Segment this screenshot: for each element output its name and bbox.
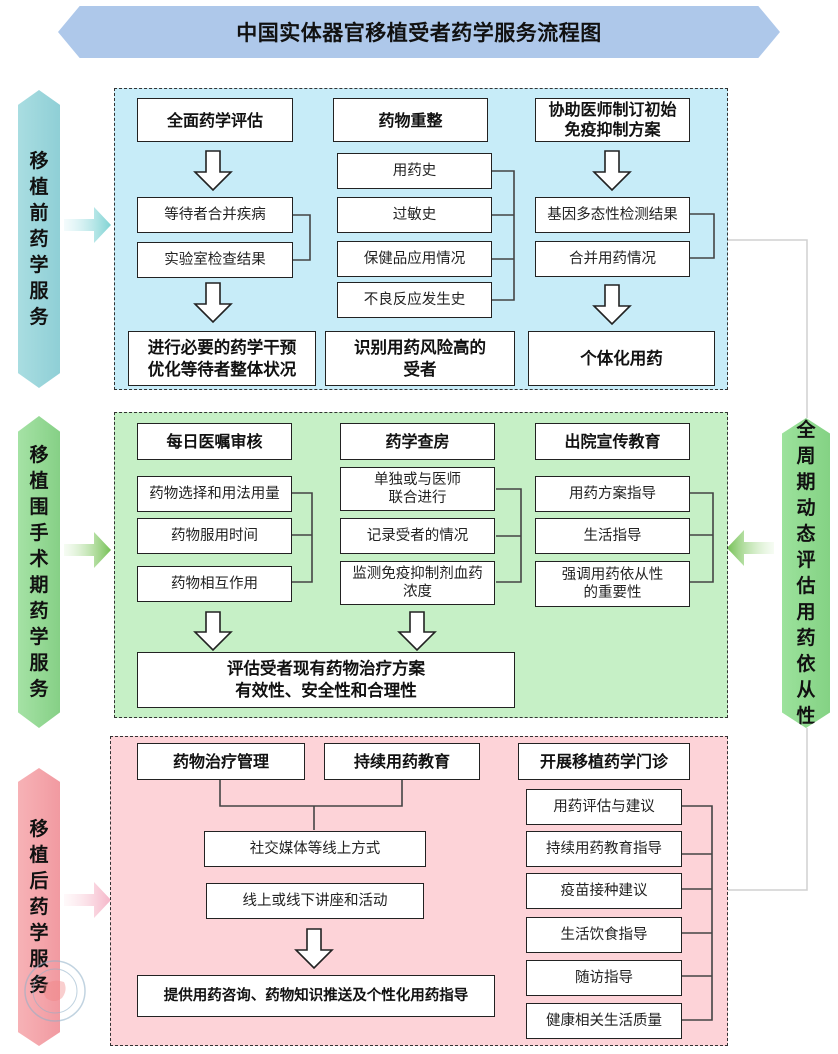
phase-banner-pre: 移植前药学服务 <box>18 90 60 388</box>
pre-col3-header: 协助医师制订初始 免疫抑制方案 <box>535 98 690 142</box>
post-clinic-header: 开展移植药学门诊 <box>518 743 690 780</box>
post-clinic-item: 用药评估与建议 <box>526 789 682 825</box>
cycle-banner: 全周期动态评估用药依从性 <box>782 418 830 728</box>
peri-col2-header: 药学查房 <box>340 423 495 460</box>
pre-col2-result: 识别用药风险高的 受者 <box>325 331 515 386</box>
phase-label-pre: 移植前药学服务 <box>29 150 49 328</box>
pre-col2-header: 药物重整 <box>333 98 488 142</box>
pre-col1-item: 实验室检查结果 <box>137 242 293 278</box>
pre-col2-item: 保健品应用情况 <box>337 241 492 277</box>
post-clinic-item: 持续用药教育指导 <box>526 831 682 867</box>
peri-col3-item: 强调用药依从性 的重要性 <box>535 561 690 607</box>
pre-col2-item: 不良反应发生史 <box>337 282 492 318</box>
page-title: 中国实体器官移植受者药学服务流程图 <box>236 21 602 45</box>
phase-label-peri: 移植围手术期药学服务 <box>29 444 49 700</box>
pre-col1-header: 全面药学评估 <box>137 98 293 142</box>
peri-col2-item: 单独或与医师 联合进行 <box>340 467 495 511</box>
pre-col1-result: 进行必要的药学干预 优化等待者整体状况 <box>128 331 316 386</box>
peri-col3-header: 出院宣传教育 <box>535 423 690 460</box>
post-channel-lectures: 线上或线下讲座和活动 <box>206 883 424 919</box>
peri-col2-item: 记录受者的情况 <box>340 518 495 554</box>
post-clinic-item: 随访指导 <box>526 960 682 996</box>
phase-banner-peri: 移植围手术期药学服务 <box>18 416 60 728</box>
pre-col2-item: 过敏史 <box>337 197 492 233</box>
post-clinic-item: 健康相关生活质量 <box>526 1003 682 1039</box>
peri-result: 评估受者现有药物治疗方案 有效性、安全性和合理性 <box>137 652 515 708</box>
peri-col2-item: 监测免疫抑制剂血药 浓度 <box>340 561 495 605</box>
phase-arrow-peri-icon <box>64 530 112 570</box>
phase-label-post: 移植后药学服务 <box>29 818 49 996</box>
phase-arrow-post-icon <box>64 880 112 920</box>
post-channel-online: 社交媒体等线上方式 <box>204 831 426 867</box>
post-header-education: 持续用药教育 <box>324 743 480 780</box>
pre-col1-item: 等待者合并疾病 <box>137 197 293 233</box>
peri-col1-header: 每日医嘱审核 <box>137 423 292 460</box>
peri-col1-item: 药物相互作用 <box>137 566 292 602</box>
watermark-seal-icon <box>22 958 88 1024</box>
peri-col3-item: 用药方案指导 <box>535 476 690 512</box>
phase-arrow-pre-icon <box>64 205 112 245</box>
cycle-label: 全周期动态评估用药依从性 <box>796 419 816 727</box>
post-result: 提供用药咨询、药物知识推送及个性化用药指导 <box>137 975 495 1017</box>
peri-col3-item: 生活指导 <box>535 518 690 554</box>
phase-banner-post: 移植后药学服务 <box>18 768 60 1046</box>
post-header-management: 药物治疗管理 <box>137 743 305 780</box>
peri-col1-item: 药物选择和用法用量 <box>137 476 292 512</box>
pre-col3-item: 基因多态性检测结果 <box>535 197 690 233</box>
post-clinic-item: 疫苗接种建议 <box>526 873 682 909</box>
pre-col3-item: 合并用药情况 <box>535 241 690 277</box>
post-clinic-item: 生活饮食指导 <box>526 917 682 953</box>
pre-col2-item: 用药史 <box>337 153 492 189</box>
pre-col3-result: 个体化用药 <box>528 331 715 386</box>
title-banner: 中国实体器官移植受者药学服务流程图 <box>58 6 780 58</box>
cycle-arrow-icon <box>726 528 774 568</box>
peri-col1-item: 药物服用时间 <box>137 518 292 554</box>
